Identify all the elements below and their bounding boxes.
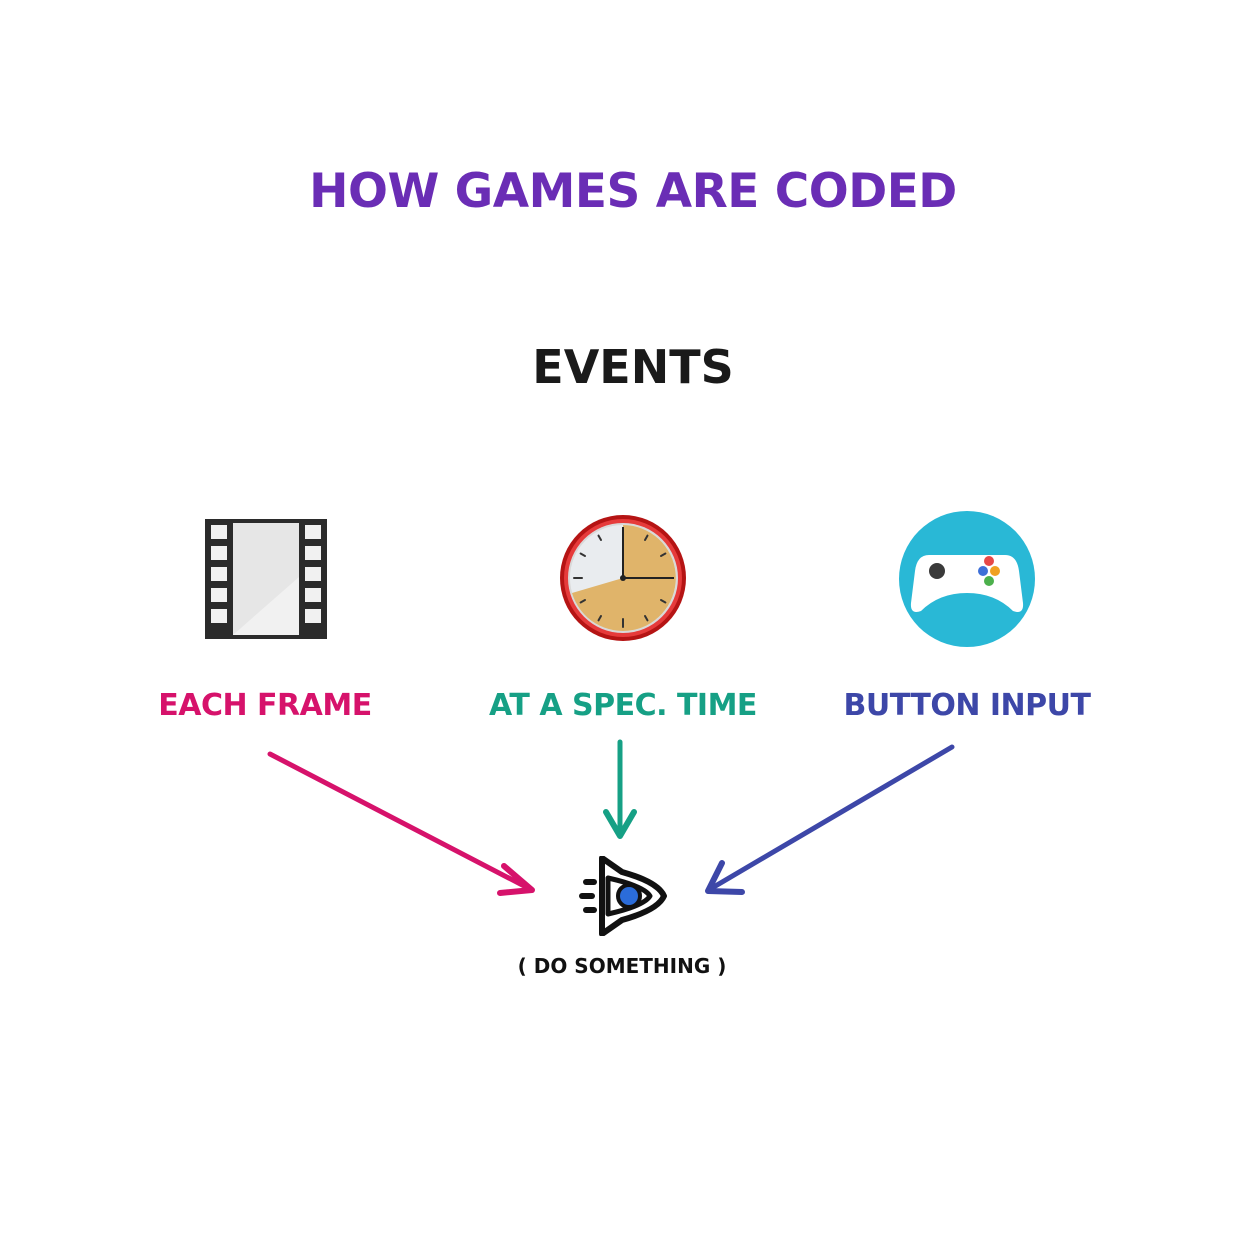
gamepad-icon: [899, 511, 1035, 647]
diagram-title: HOW GAMES ARE CODED: [309, 164, 957, 219]
event-label-button-input: BUTTON INPUT: [843, 688, 1091, 723]
event-label-each-frame: EACH FRAME: [158, 688, 372, 723]
event-label-spec-time: AT A SPEC. TIME: [489, 688, 757, 723]
rocket-eye-icon: [579, 856, 667, 936]
clock-icon: [560, 515, 686, 641]
arrow-spec-time: [603, 739, 637, 839]
film-strip-icon: [205, 519, 327, 639]
arrow-each-frame: [267, 751, 535, 896]
action-caption: ( DO SOMETHING ): [517, 954, 727, 978]
arrow-button-input: [705, 744, 955, 895]
section-heading-events: EVENTS: [532, 340, 734, 394]
